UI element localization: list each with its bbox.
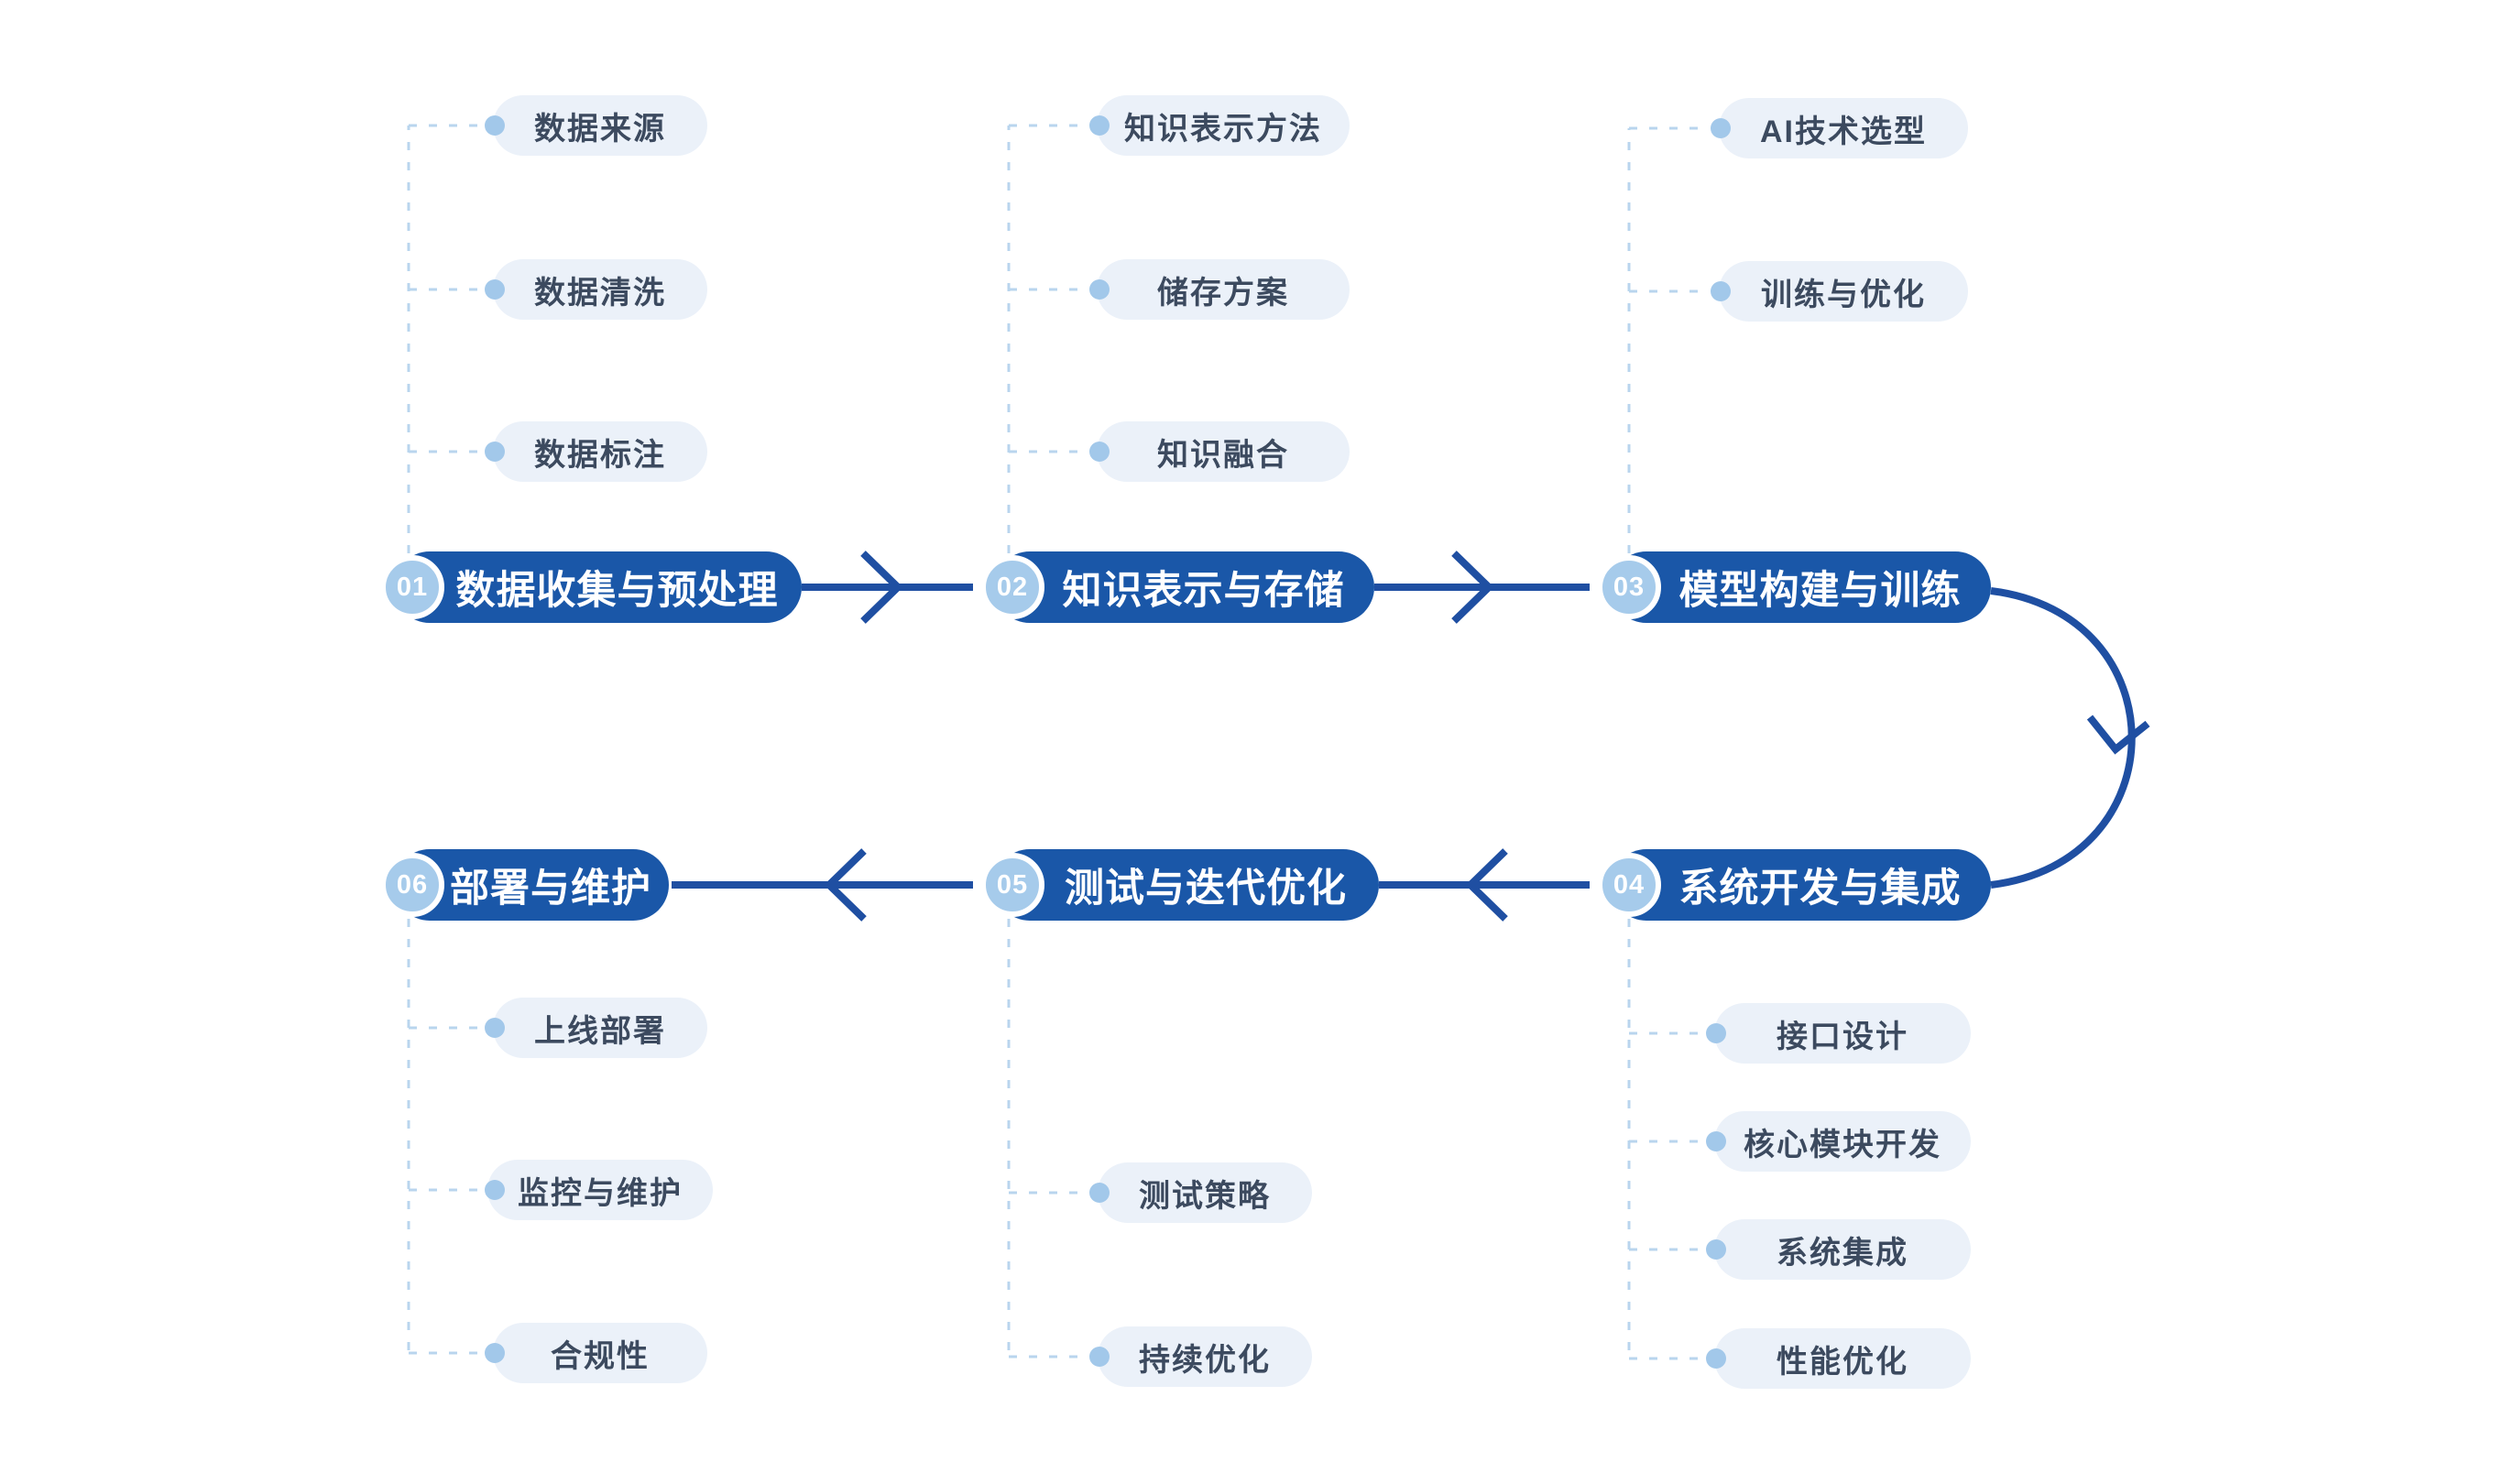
sub-item-pill: 持续优化 [1098, 1326, 1312, 1387]
stage-pill-05: 测试与迭代优化 [994, 849, 1379, 921]
arrow-chevron-left-icon [824, 848, 867, 922]
stage-pill-02: 知识表示与存储 [994, 551, 1374, 623]
branch-lines-stage-03 [1627, 126, 1710, 553]
stage-number: 06 [396, 869, 429, 900]
stage-number-badge-06: 06 [380, 853, 444, 917]
stage-number-badge-03: 03 [1597, 555, 1661, 619]
branch-lines-stage-05 [1007, 919, 1088, 1359]
stage-number-badge-01: 01 [380, 555, 444, 619]
sub-item-pill: 测试策略 [1098, 1162, 1312, 1223]
arrow-chevron-left-icon [1465, 848, 1508, 922]
flow-arrow-01-to-02 [802, 551, 973, 624]
stage-pill-03: 模型构建与训练 [1611, 551, 1991, 623]
branch-lines-stage-06 [407, 919, 484, 1355]
sub-item-pill: 核心模块开发 [1714, 1111, 1971, 1172]
sub-item-pill: 接口设计 [1714, 1003, 1971, 1064]
branch-lines-stage-02 [1007, 124, 1088, 553]
stage-label: 测试与迭代优化 [1065, 867, 1347, 911]
sub-item-pill: AI技术选型 [1719, 98, 1968, 158]
arrow-chevron-down-icon [2086, 715, 2150, 755]
stage-number: 01 [396, 572, 429, 602]
flow-arrow-05-to-06 [672, 848, 973, 922]
sub-item-pill: 训练与优化 [1719, 261, 1968, 322]
sub-item-pill: 储存方案 [1097, 259, 1350, 320]
stage-number: 02 [996, 572, 1029, 602]
sub-item-pill: 系统集成 [1714, 1219, 1971, 1280]
sub-item-pill: 性能优化 [1714, 1328, 1971, 1389]
stage-pill-01: 数据收集与预处理 [394, 551, 802, 623]
sub-item-pill: 监控与维护 [487, 1160, 713, 1220]
stage-number: 05 [996, 869, 1029, 900]
sub-item-pill: 知识融合 [1097, 421, 1350, 482]
stage-number-badge-05: 05 [980, 853, 1044, 917]
arrow-chevron-right-icon [860, 551, 903, 624]
stage-label: 数据收集与预处理 [455, 569, 779, 613]
stage-label: 系统开发与集成 [1678, 867, 1962, 911]
sub-item-pill: 数据标注 [493, 421, 707, 482]
stage-number-badge-02: 02 [980, 555, 1044, 619]
stage-number-badge-04: 04 [1597, 853, 1661, 917]
sub-item-pill: 数据来源 [493, 95, 707, 156]
sub-item-pill: 数据清洗 [493, 259, 707, 320]
sub-item-pill: 合规性 [493, 1323, 707, 1383]
stage-label: 部署与维护 [450, 867, 651, 911]
stage-number: 03 [1613, 572, 1646, 602]
stage-label: 知识表示与存储 [1062, 569, 1345, 613]
branch-lines-stage-04 [1627, 919, 1705, 1360]
stage-pill-04: 系统开发与集成 [1611, 849, 1991, 921]
branch-lines-stage-01 [407, 124, 484, 553]
sub-item-pill: 知识表示方法 [1097, 95, 1350, 156]
sub-item-pill: 上线部署 [493, 998, 707, 1058]
flow-arrow-02-to-03 [1374, 551, 1590, 624]
arrow-chevron-right-icon [1451, 551, 1494, 624]
flow-arc-03-to-04 [1990, 587, 2150, 889]
stage-number: 04 [1613, 869, 1646, 900]
stage-label: 模型构建与训练 [1678, 569, 1962, 613]
flow-arrow-04-to-05 [1379, 848, 1590, 922]
